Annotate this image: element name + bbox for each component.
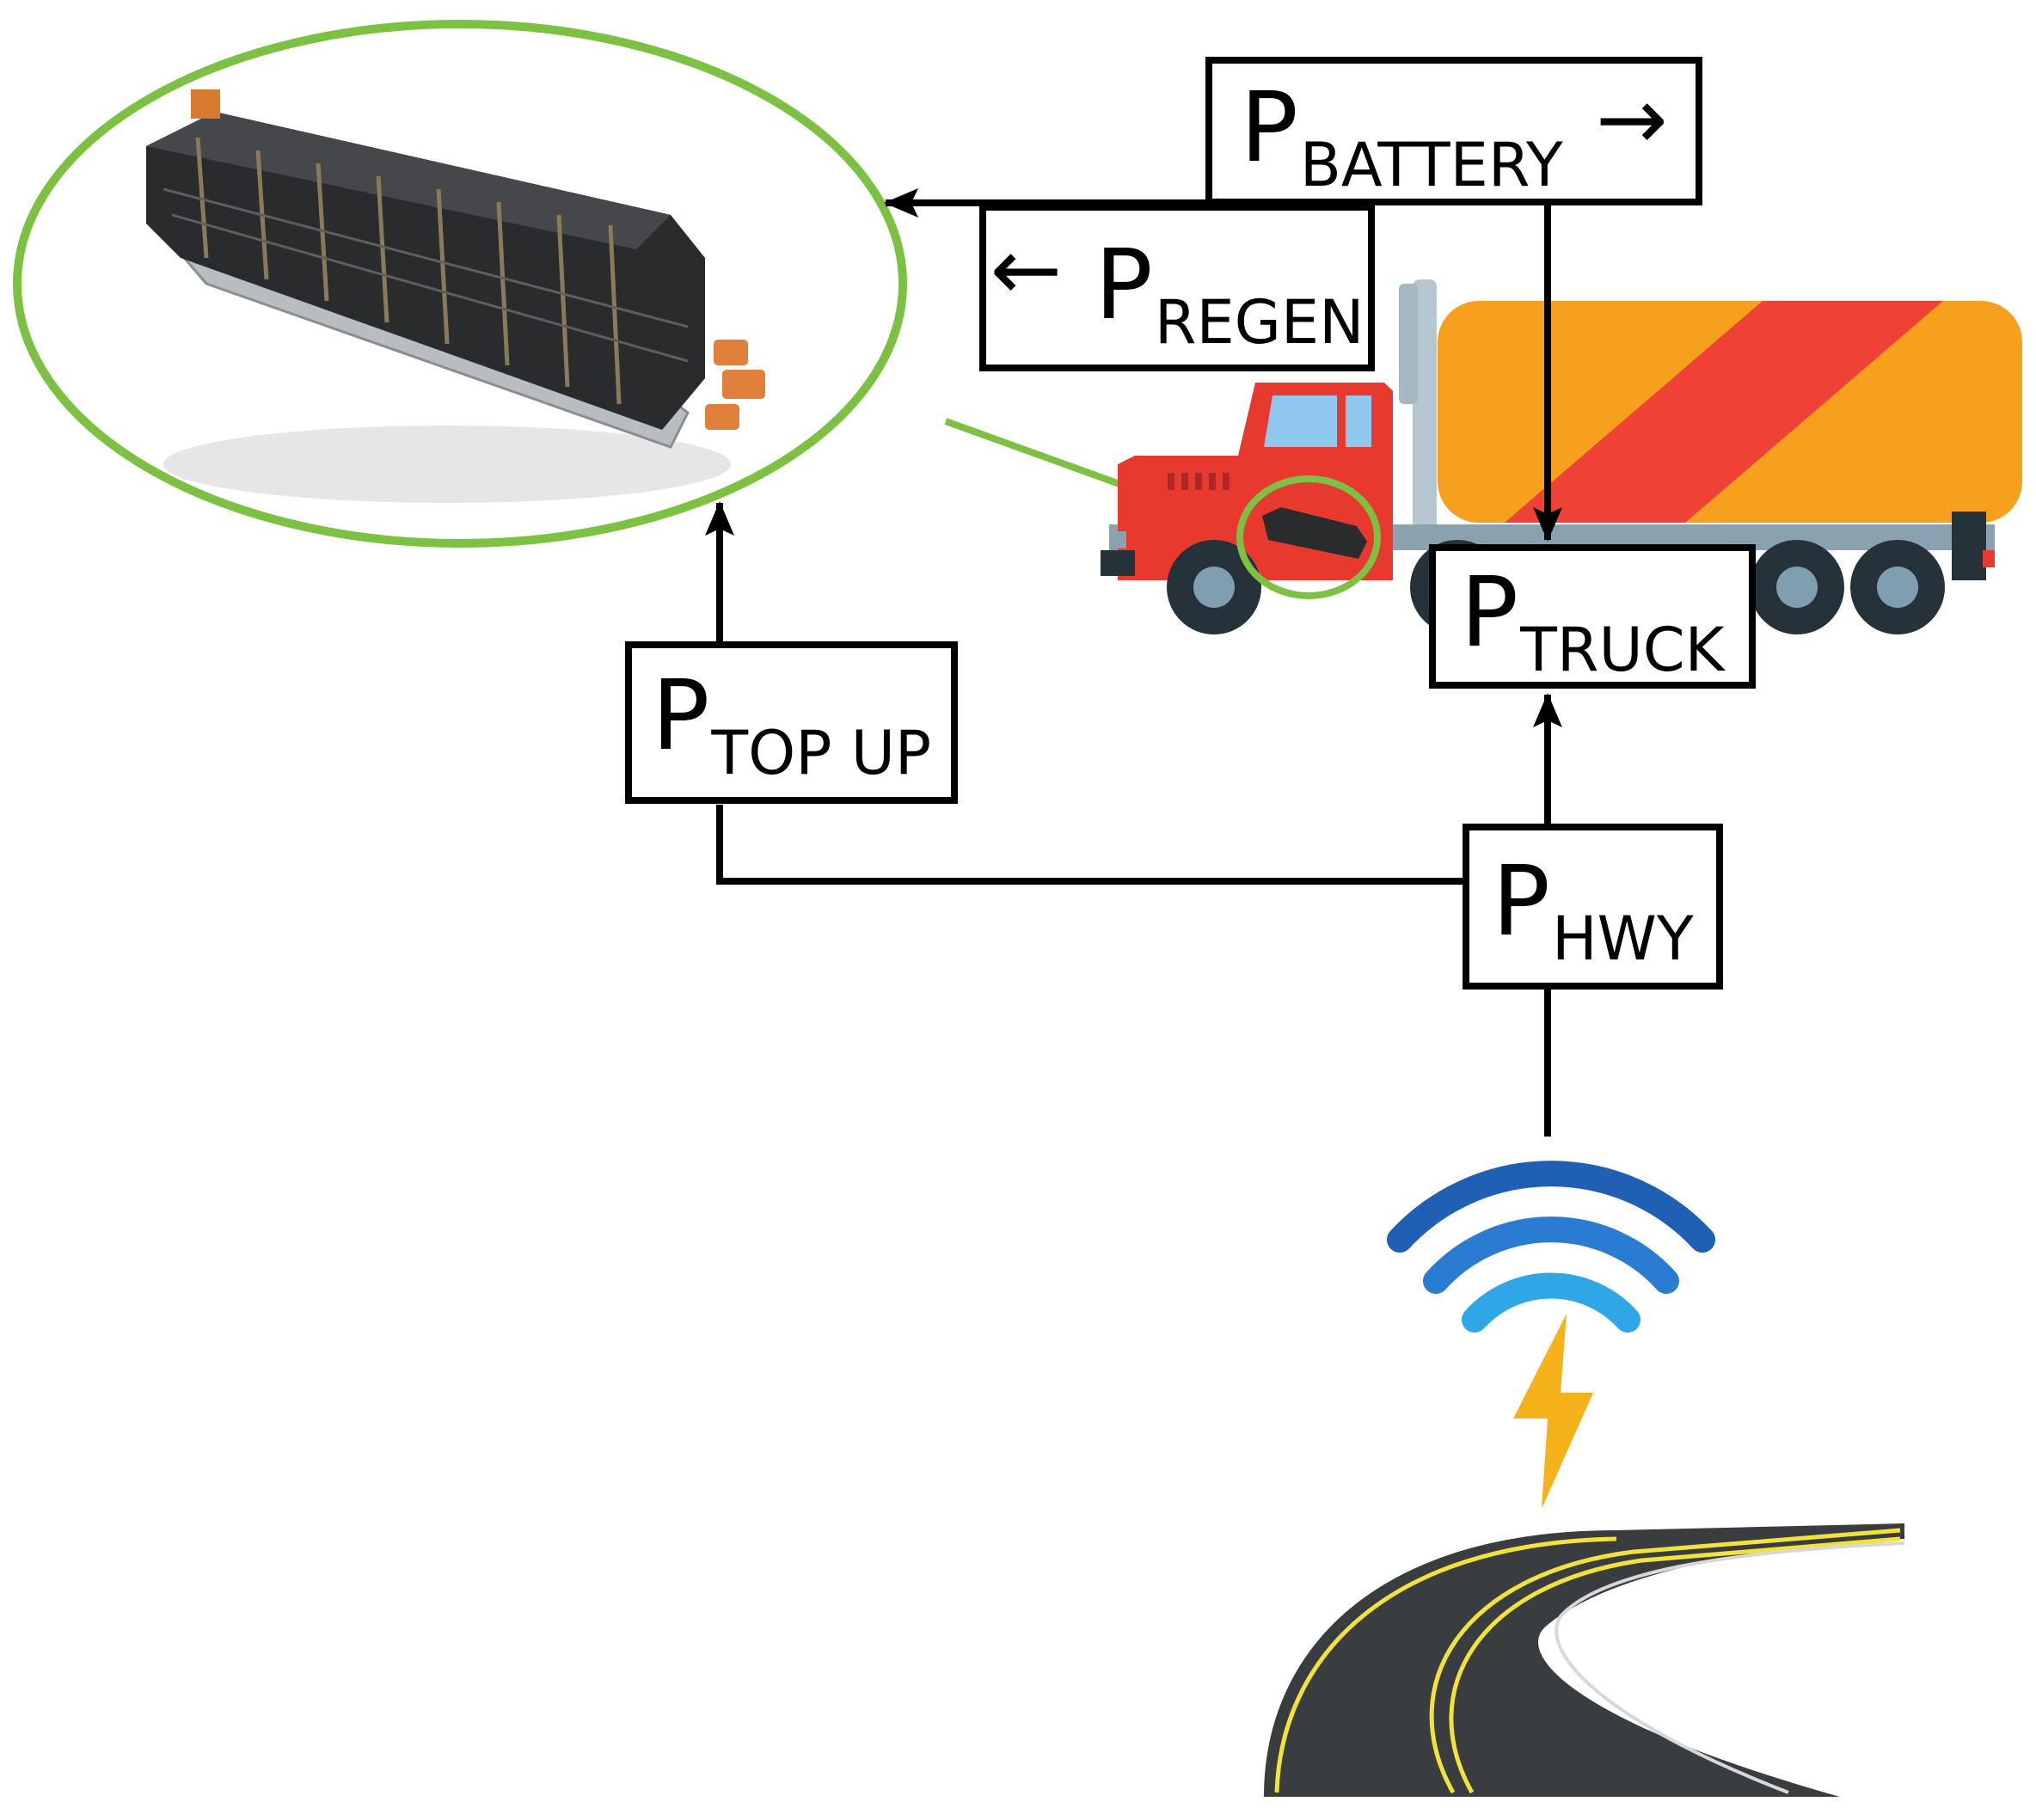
left-arrow-icon: ← [990, 219, 1063, 320]
p-truck-sub: TRUCK [1520, 615, 1725, 685]
lightning-bolt-icon [1513, 1314, 1593, 1509]
tanker-truck-image [1101, 279, 2022, 634]
p-topup-sub: TOP UP [711, 718, 932, 788]
p-hwy-main: P [1492, 846, 1550, 958]
hwy-to-topup-line [716, 805, 1463, 885]
curved-road-image [1264, 1523, 1905, 1797]
p-regen-main: P [1095, 230, 1153, 341]
battery-pack-image [13, 20, 1257, 548]
truck-battery-highlight [1236, 475, 1381, 599]
p-regen-sub: REGEN [1154, 287, 1364, 358]
battery-highlight-ellipse [13, 20, 907, 548]
flow-lines [705, 188, 1562, 1137]
p-battery-main: P [1240, 72, 1298, 184]
p-truck-main: P [1460, 557, 1519, 669]
p-topup-main: P [651, 660, 710, 772]
wireless-signal-icon [1387, 1161, 1715, 1333]
right-arrow-icon: → [1595, 69, 1668, 169]
p-battery-sub: BATTERY [1299, 130, 1563, 200]
p-hwy-sub: HWY [1551, 904, 1694, 974]
